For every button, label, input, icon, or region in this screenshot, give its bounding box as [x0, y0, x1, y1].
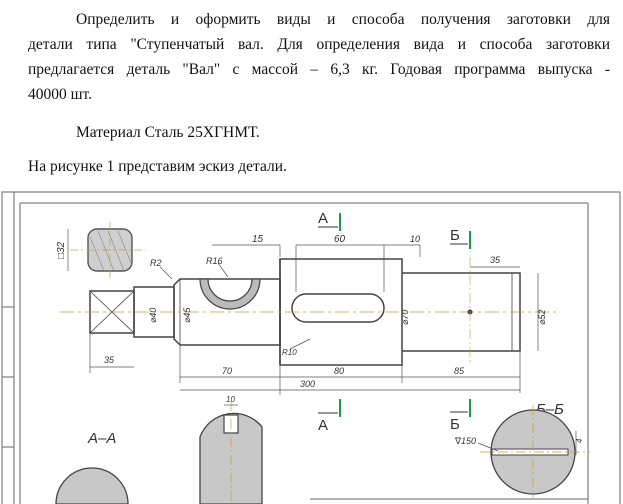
dim-roughness: ∇150	[454, 436, 476, 446]
svg-text:А: А	[318, 210, 328, 227]
dim-60: 60	[334, 234, 346, 245]
dim-d52: ⌀52	[537, 310, 547, 325]
section-aa-view: 10	[199, 395, 263, 504]
svg-text:Б: Б	[450, 227, 460, 244]
dim-r2: R2	[150, 258, 162, 268]
material-line: Материал Сталь 25ХГНМТ.	[76, 124, 260, 141]
groove-section	[199, 262, 261, 310]
keyway-slot	[291, 293, 385, 323]
dim-300: 300	[300, 379, 315, 389]
square-end-view: □32	[56, 222, 146, 279]
task-line-1: Определить и оформить виды и способа пол…	[76, 11, 610, 28]
dim-d40: ⌀40	[148, 308, 158, 323]
section-marker-a-bottom: А	[318, 399, 341, 434]
section-aa-title: А–А	[87, 430, 116, 447]
task-line-2: детали типа "Ступенчатый вал. Для опреде…	[28, 36, 610, 53]
section-marker-b-top: Б	[450, 227, 471, 249]
section-bb-view: 4 ∇150	[454, 405, 590, 499]
dim-4: 4	[575, 438, 584, 443]
section-marker-a-top: А	[318, 210, 341, 231]
dim-35-left: 35	[104, 355, 115, 365]
dim-10-aa: 10	[226, 395, 235, 404]
dim-r16: R16	[206, 256, 223, 266]
dim-10: 10	[410, 234, 420, 244]
figure-caption: На рисунке 1 представим эскиз детали.	[28, 158, 287, 175]
shaft-sketch: □32 15 6	[1, 191, 621, 504]
task-paragraph: Определить и оформить виды и способа пол…	[28, 7, 610, 107]
svg-text:А: А	[318, 417, 328, 434]
svg-text:Б: Б	[450, 416, 460, 433]
dim-square-label: □32	[56, 241, 67, 259]
dim-d45: ⌀45	[182, 307, 192, 323]
dim-80: 80	[334, 366, 344, 376]
task-line-4: 40000 шт.	[28, 86, 93, 103]
dim-r10: R10	[282, 348, 297, 357]
section-aa-partial-circle	[55, 467, 129, 504]
dim-70: 70	[222, 366, 232, 376]
section-marker-b-bottom: Б	[450, 399, 471, 433]
dim-85: 85	[454, 366, 465, 376]
task-line-3: предлагается деталь "Вал" с массой – 6,3…	[28, 61, 610, 78]
dim-35-right: 35	[490, 255, 501, 265]
dim-15-top: 15	[252, 234, 264, 245]
dim-d70: ⌀70	[400, 310, 410, 325]
